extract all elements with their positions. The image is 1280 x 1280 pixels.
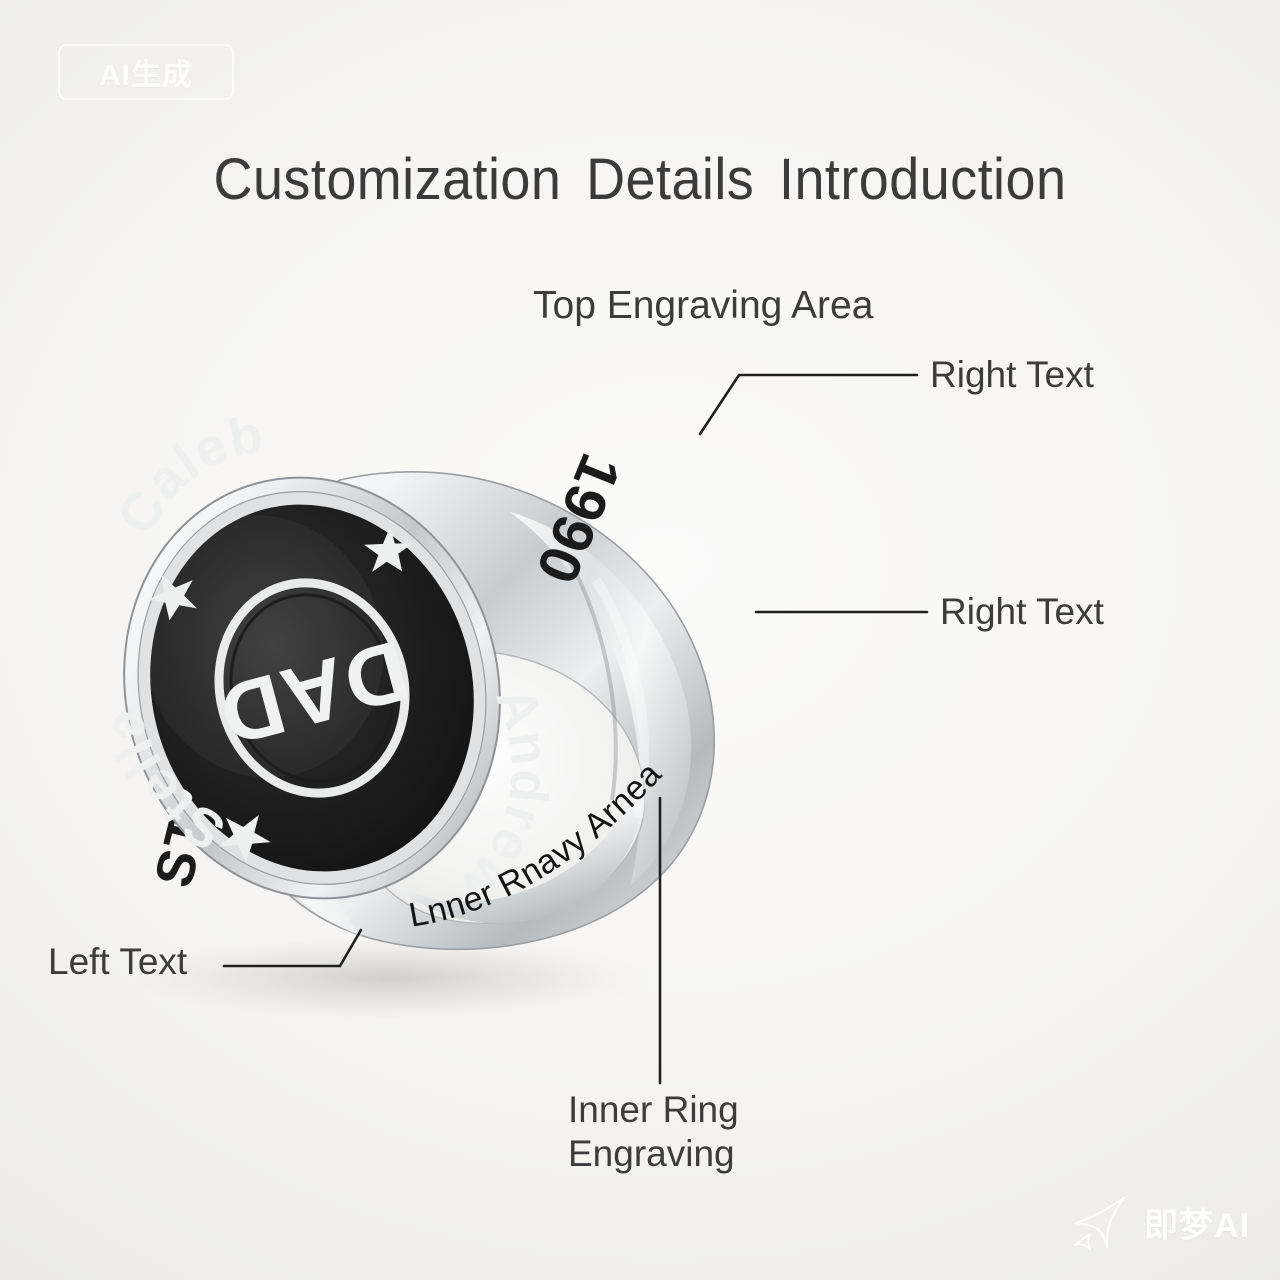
label-left-text: Left Text — [48, 941, 188, 982]
ring-shoulder-right — [510, 512, 692, 886]
ring-graphic: 1990 ST . Andrew — [88, 401, 716, 1020]
ring-inner-band-surface — [370, 774, 642, 924]
watermark-top-left-text: AI生成 — [99, 59, 193, 92]
label-right-text-band: Right Text — [940, 591, 1104, 632]
five-point-star-icon — [218, 815, 271, 862]
signet-star-icon-group — [147, 526, 414, 862]
five-point-star-icon — [364, 526, 414, 573]
watermark-bottom-right: 即梦AI — [1068, 1192, 1250, 1252]
signet-inner-circle — [214, 578, 410, 798]
watermark-top-left: AI生成 — [58, 44, 234, 100]
page-title: Customization Details Introduction — [213, 147, 1067, 212]
watermark-bottom-right-text: 即梦AI — [1144, 1206, 1250, 1245]
label-right-text-top: Right Text — [930, 354, 1094, 395]
sparkle-star-icon — [1073, 1196, 1125, 1251]
signet-face-plate — [150, 504, 474, 872]
ring-signet-face — [123, 476, 501, 900]
ring-shadow — [130, 936, 650, 1020]
label-top-engraving-area: Top Engraving Area — [533, 284, 874, 327]
five-point-star-icon — [147, 574, 197, 621]
label-inner-ring-engraving: Inner Ring Engraving — [568, 1089, 739, 1174]
ring-illustration: 1990 ST . Andrew — [40, 330, 780, 1030]
